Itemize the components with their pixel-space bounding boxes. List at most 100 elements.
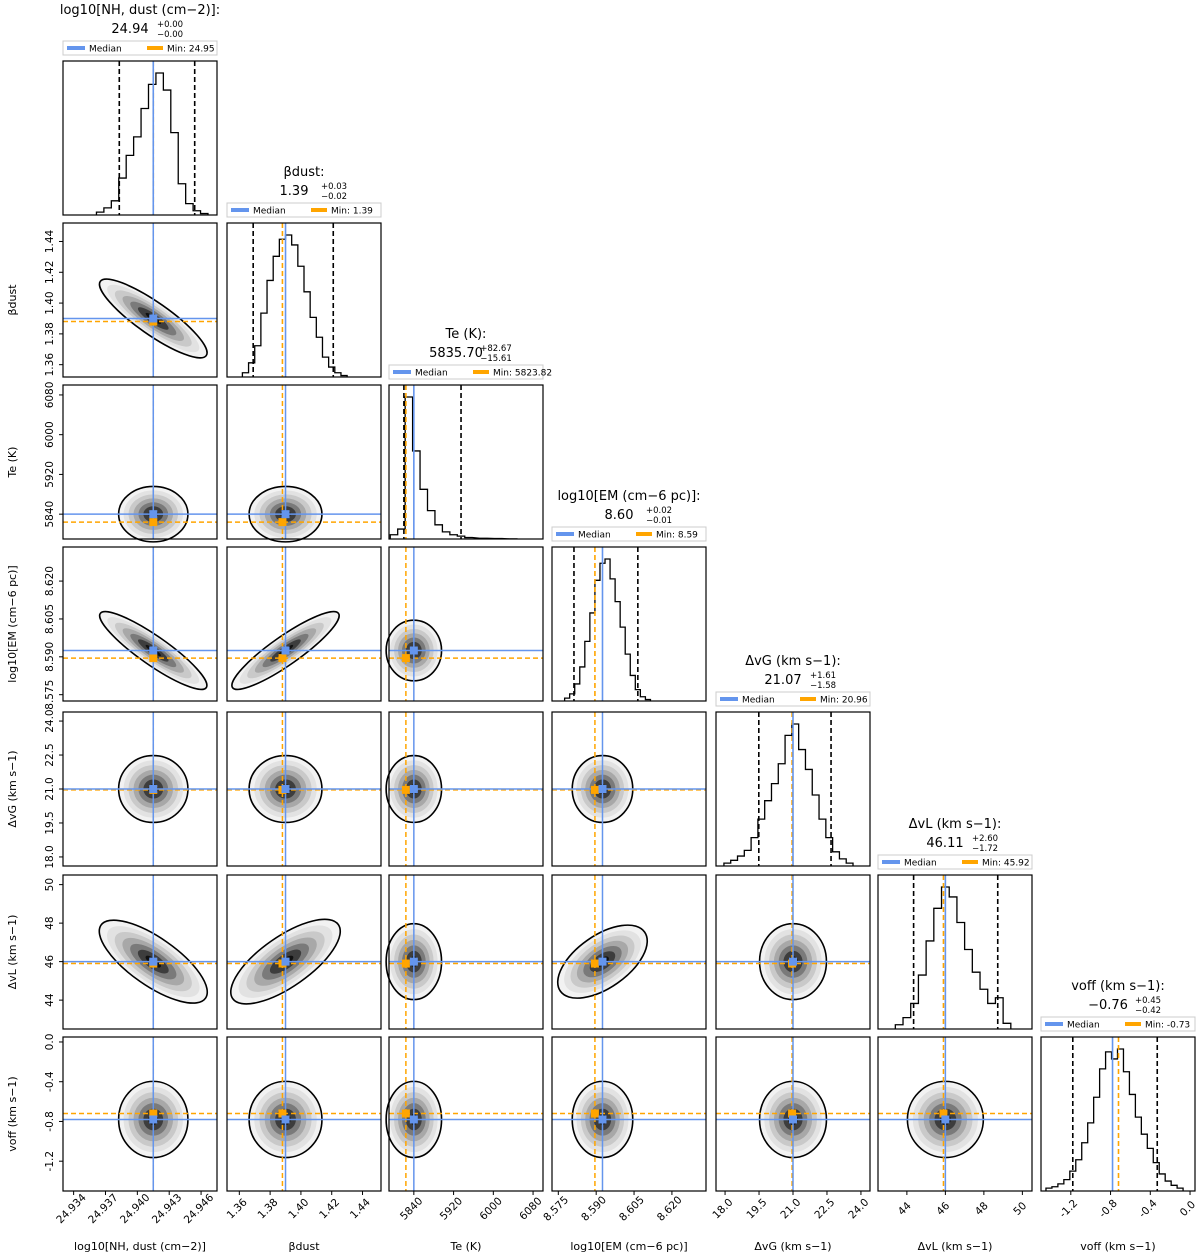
panel-nh-nh <box>62 60 218 216</box>
panel-dvl-dvl <box>877 874 1033 1030</box>
x-tick-label-em: 8.620 <box>655 1194 685 1224</box>
title-em: log10[EM (cm−6 pc)]: <box>557 489 700 504</box>
median-point <box>281 510 290 519</box>
min-point <box>939 1109 948 1118</box>
y-axis-label-voff: voff (km s−1) <box>6 1076 19 1151</box>
contour-nh-beta <box>98 278 208 359</box>
title-err-plus-dvl: +2.60 <box>972 834 998 844</box>
panel-frame <box>226 546 382 702</box>
title-err-minus-nh: −0.00 <box>157 30 183 40</box>
panel-frame <box>388 874 544 1030</box>
panel-frame <box>226 222 382 378</box>
legend-median-label: Median <box>253 207 286 217</box>
median-point <box>281 1115 290 1124</box>
title-value-dvl: 46.11 <box>926 836 963 851</box>
y-tick-label-em: 8.620 <box>44 566 56 596</box>
title-err-minus-beta: −0.02 <box>321 192 347 202</box>
title-beta: βdust: <box>283 165 324 180</box>
legend-min-label: Min: 1.39 <box>331 207 373 217</box>
x-tick-label-te: 5840 <box>398 1195 425 1222</box>
title-err-minus-em: −0.01 <box>646 516 672 526</box>
x-tick-label-dvg: 24.0 <box>846 1196 871 1221</box>
title-err-plus-voff: +0.45 <box>1135 996 1161 1006</box>
min-point <box>278 654 287 663</box>
title-err-minus-te: −15.61 <box>480 354 511 364</box>
contour-nh-dvl <box>98 919 209 1004</box>
y-tick-label-te: 5840 <box>44 501 56 528</box>
title-voff: voff (km s−1): <box>1071 979 1165 994</box>
panel-frame <box>551 711 707 867</box>
panel-frame <box>226 384 382 540</box>
panel-frame <box>551 874 707 1030</box>
panel-frame <box>388 711 544 867</box>
panel-te-dvg <box>385 711 544 867</box>
panel-beta-em <box>226 546 382 702</box>
median-point <box>149 957 158 966</box>
panel-frame <box>388 384 544 540</box>
legend-min-label: Min: 8.59 <box>656 531 698 541</box>
min-point <box>590 959 599 968</box>
x-axis-label-dvg: ΔvG (km s−1) <box>754 1240 831 1253</box>
x-tick-label-em: 8.590 <box>579 1194 609 1224</box>
x-axis-label-beta: βdust <box>288 1240 320 1253</box>
y-tick-label-em: 8.590 <box>44 642 56 672</box>
y-tick-label-em: 8.575 <box>44 680 56 710</box>
y-tick-label-em: 8.605 <box>44 604 56 634</box>
min-point <box>278 518 287 527</box>
legend-median-label: Median <box>89 45 122 55</box>
title-value-beta: 1.39 <box>280 184 309 199</box>
legend-median-label: Median <box>742 696 775 706</box>
legend-box-voff <box>1040 1016 1196 1032</box>
legend-em <box>551 526 707 542</box>
min-point <box>401 959 410 968</box>
y-tick-label-voff: -0.4 <box>44 1071 56 1092</box>
y-axis-label-dvg: ΔvG (km s−1) <box>6 750 19 827</box>
panel-frame <box>715 874 871 1030</box>
median-point <box>941 1115 950 1124</box>
panel-te-te <box>388 384 544 540</box>
legend-box-dvl <box>877 854 1033 870</box>
y-axis-label-em: log10[EM (cm−6 pc)] <box>6 565 19 682</box>
x-tick-label-te: 6000 <box>478 1195 505 1222</box>
y-tick-label-dvl: 44 <box>44 993 56 1007</box>
min-point <box>401 654 410 663</box>
y-tick-label-dvg: 18.0 <box>44 845 56 868</box>
y-tick-label-voff: -1.2 <box>44 1151 56 1172</box>
panel-em-em <box>551 546 707 702</box>
panel-nh-te <box>59 384 218 543</box>
x-tick-label-voff: 0.0 <box>1178 1199 1198 1219</box>
x-tick-label-te: 5920 <box>438 1195 465 1222</box>
panel-frame <box>388 1036 544 1192</box>
panel-nh-voff <box>59 1036 218 1195</box>
median-point <box>409 646 418 655</box>
panel-beta-dvg <box>226 711 382 867</box>
y-axis-label-te: Te (K) <box>6 447 19 479</box>
x-axis-label-em: log10[EM (cm−6 pc)] <box>570 1240 687 1253</box>
y-tick-label-dvg: 24.0 <box>44 709 56 732</box>
y-axis-label-beta: βdust <box>6 284 19 316</box>
panel-em-dvl <box>551 874 707 1030</box>
panel-dvg-dvg <box>715 711 871 867</box>
panel-te-em <box>385 546 544 702</box>
contour-em-dvl <box>556 924 649 999</box>
x-tick-label-voff: -0.4 <box>1137 1197 1160 1220</box>
y-tick-label-beta: 1.42 <box>44 261 56 284</box>
panel-frame <box>226 1036 382 1192</box>
x-tick-label-dvg: 19.5 <box>744 1196 769 1221</box>
x-tick-label-dvg: 21.0 <box>778 1196 803 1221</box>
y-tick-label-dvg: 19.5 <box>44 811 56 834</box>
panel-dvg-dvl <box>715 874 871 1030</box>
min-point <box>149 1109 158 1118</box>
title-err-plus-dvg: +1.61 <box>810 671 836 681</box>
panel-nh-dvg <box>59 711 218 867</box>
panel-voff-voff <box>1040 1036 1196 1195</box>
y-tick-label-beta: 1.40 <box>44 291 56 314</box>
title-nh: log10[NH, dust (cm−2)]: <box>60 3 220 18</box>
median-point <box>409 957 418 966</box>
legend-box-te <box>388 364 544 380</box>
panel-frame <box>1040 1036 1196 1192</box>
title-err-plus-em: +0.02 <box>646 506 672 516</box>
median-point <box>598 785 607 793</box>
median-point <box>149 314 158 323</box>
histogram-beta <box>241 234 348 377</box>
